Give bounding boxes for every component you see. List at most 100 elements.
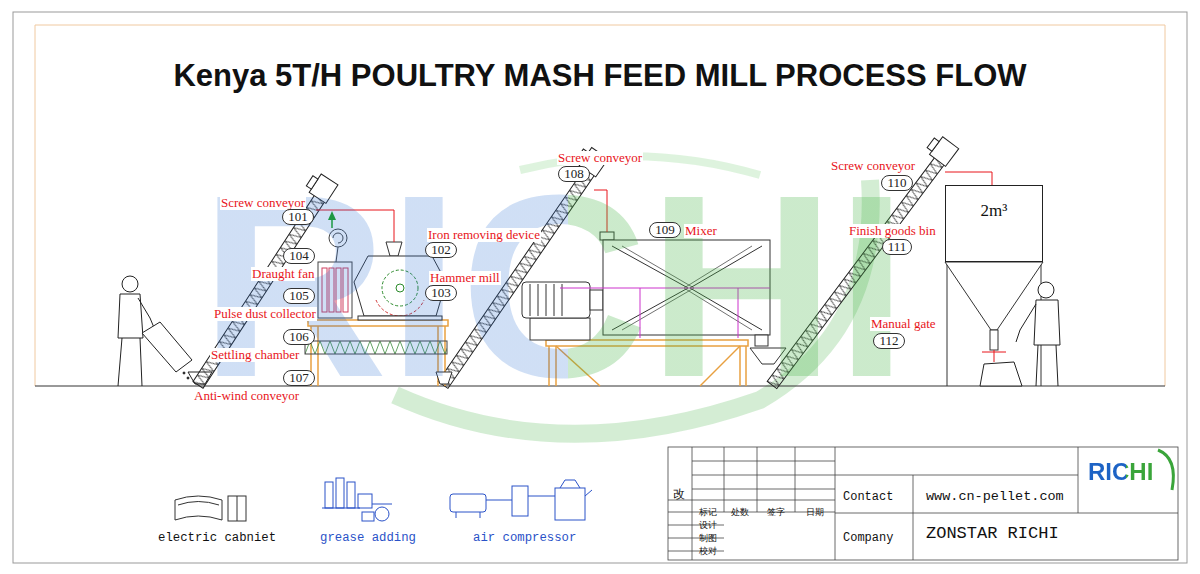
callout-tag: Mixer109 (649, 220, 681, 236)
callout-number: 101 (282, 209, 314, 225)
grease-adding-icon (375, 507, 389, 521)
worker-figure (187, 377, 189, 379)
worker-figure (118, 276, 212, 386)
air-compressor-icon (585, 490, 592, 496)
part-name: Mixer (684, 224, 718, 238)
title-block-grid (835, 513, 1178, 514)
steel-platform (548, 346, 550, 386)
table-cell: 日期 (806, 507, 824, 517)
finish-goods-bin (990, 330, 998, 350)
equipment-label: electric cabniet (158, 531, 276, 545)
screw-conveyor (758, 133, 959, 390)
title-block-grid (757, 447, 758, 512)
callout-tag: Screw conveyor110 (881, 173, 913, 189)
part-name-holder: Draught fan (251, 264, 315, 282)
callout-number: 108 (558, 166, 590, 182)
label-holder: Company (843, 527, 893, 545)
mixer-motor (590, 290, 603, 310)
finish-goods-bin (945, 262, 1043, 330)
finish-goods-bin (945, 262, 1043, 386)
hammer-mill (376, 300, 424, 316)
pulse-dust-collector (318, 262, 352, 318)
part-name-holder: Screw conveyor (557, 148, 643, 166)
title-block-grid (835, 475, 1078, 476)
logo-swoosh (1158, 450, 1173, 490)
air-compressor-icon (480, 512, 481, 518)
worker-figure (118, 338, 142, 386)
callout-number: 107 (283, 370, 315, 386)
callout-tag: Manual gate112 (873, 331, 905, 347)
company-logo: RICHI (1088, 458, 1153, 486)
part-name: Pulse dust collector (213, 307, 317, 321)
label-holder: 日期 (806, 501, 824, 519)
part-name: Manual gate (870, 317, 937, 331)
mixer-motor (530, 318, 590, 340)
pulse-dust-collector (322, 268, 348, 312)
worker-figure (1034, 300, 1060, 345)
callout-tag: Screw conveyor108 (558, 164, 590, 180)
callout-number: 105 (283, 288, 315, 304)
callout-tag: Pulse dust collector105 (283, 286, 315, 302)
screw-conveyor (428, 144, 608, 389)
mixer-motor (530, 284, 562, 316)
table-cell: 校对 (699, 546, 717, 556)
title-block-grid (692, 461, 835, 462)
grease-adding-icon (362, 512, 374, 521)
callout-number: 103 (425, 285, 457, 301)
part-name-holder: Iron removing device (427, 225, 541, 243)
screw-conveyor (306, 176, 318, 189)
air-compressor-icon (555, 488, 585, 520)
worker-figure (1038, 282, 1054, 298)
worker-figure (980, 282, 1060, 386)
part-name-holder: Settling chamber (210, 345, 300, 363)
ribbon-mixer (755, 335, 768, 346)
electric-cabinet-icon (228, 496, 246, 521)
title-block-grid (668, 447, 1178, 560)
table-cell: 设计 (699, 520, 717, 530)
steel-platform (546, 340, 748, 346)
pulse-dust-collector (336, 268, 341, 312)
callout-tag: Hammer mill103 (425, 283, 457, 299)
table-cell: 制图 (699, 533, 717, 543)
finish-goods-bin (994, 350, 995, 362)
grease-adding-icon (322, 478, 392, 521)
part-name-holder: Manual gate (870, 314, 937, 332)
air-compressor-icon (450, 494, 486, 512)
callout-number: 104 (283, 248, 315, 264)
part-name: Iron removing device (427, 228, 541, 242)
steel-platform (308, 320, 448, 326)
pulse-dust-collector (318, 262, 352, 318)
hammer-mill (358, 316, 442, 320)
title-block-grid (795, 447, 796, 512)
label-holder: ZONSTAR RICHI (926, 524, 1059, 544)
feed-line (945, 172, 992, 185)
label-holder: RICHI (1088, 458, 1153, 486)
part-name: Screw conveyor (830, 159, 916, 173)
equipment-label: air compressor (473, 531, 576, 545)
part-name: Hammer mill (429, 271, 501, 285)
part-name-holder: Hammer mill (429, 268, 501, 286)
ribbon-mixer (600, 232, 614, 240)
callout-number: 102 (425, 242, 457, 258)
worker-figure (122, 276, 138, 292)
hammer-mill (396, 284, 404, 292)
feed-hopper (436, 372, 452, 384)
title-block-grid (692, 489, 835, 490)
draught-fan (328, 211, 336, 220)
part-name-holder: Mixer (684, 221, 718, 239)
title-block-grid (724, 447, 725, 512)
ribbon-mixer (560, 232, 786, 364)
mixer-motor (522, 282, 590, 318)
bin-body: 2m³ (945, 185, 1043, 262)
feed-line (316, 210, 394, 242)
steel-platform (745, 346, 747, 386)
worker-figure (980, 362, 1022, 386)
table-cell: www.cn-pellet.com (926, 489, 1064, 505)
steel-platform (546, 340, 748, 386)
electric-cabinet-icon (175, 496, 246, 521)
electric-cabinet-icon (178, 502, 219, 506)
label-holder: 改 (673, 484, 685, 502)
part-name: Settling chamber (210, 348, 300, 362)
title-block-grid (668, 538, 724, 539)
part-name-holder: Pulse dust collector (213, 304, 317, 322)
